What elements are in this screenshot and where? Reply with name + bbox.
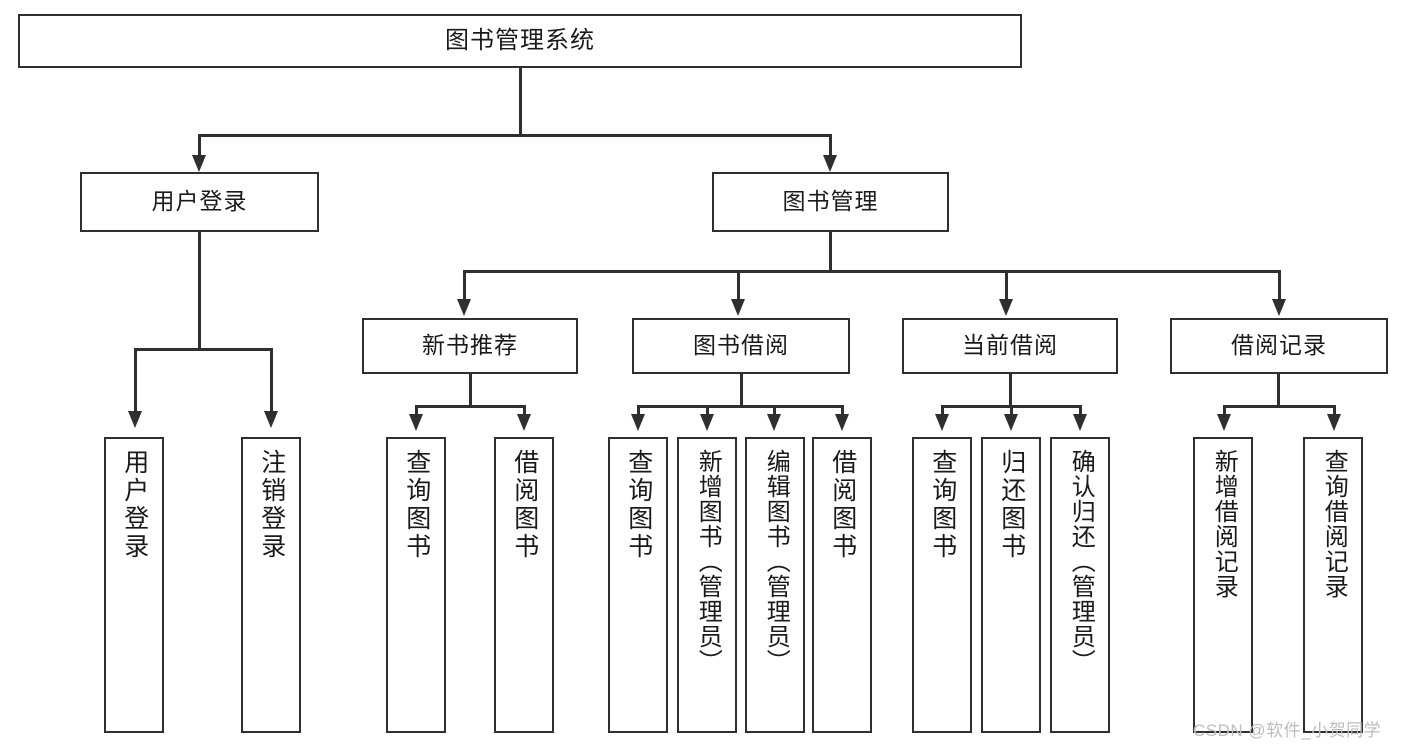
leaf-book-borrow-borrow-book[interactable]: 借阅图书: [812, 437, 872, 733]
arrowhead-cb-1: [935, 414, 949, 431]
leaf-new-book-borrow-book[interactable]: 借阅图书: [494, 437, 554, 733]
connector-user-login-drop-1: [134, 348, 137, 418]
node-label: 注销登录: [257, 449, 286, 561]
arrowhead-bb-1: [631, 414, 645, 431]
node-label: 借阅记录: [1231, 332, 1327, 359]
connector-bm-drop-3: [1005, 270, 1008, 308]
arrowhead-book-borrow: [731, 299, 745, 316]
arrowhead-bb-2: [700, 414, 714, 431]
node-label: 当前借阅: [962, 332, 1058, 359]
node-label: 图书管理: [782, 188, 879, 215]
connector-bb-bus: [637, 405, 843, 408]
arrowhead-nbr-1: [409, 414, 423, 431]
node-label: 编辑图书（管理员）: [762, 449, 790, 674]
leaf-user-login-logout[interactable]: 注销登录: [241, 437, 301, 733]
leaf-current-borrow-return-book[interactable]: 归还图书: [981, 437, 1041, 733]
node-label: 图书管理系统: [445, 26, 595, 54]
connector-book-management-bus: [463, 270, 1281, 273]
leaf-new-book-query-book[interactable]: 查询图书: [386, 437, 446, 733]
connector-cb-drop-2: [1010, 405, 1013, 419]
connector-br-drop-2: [1333, 405, 1336, 419]
connector-user-login-bus: [134, 348, 272, 351]
node-book-borrow[interactable]: 图书借阅: [632, 318, 850, 374]
leaf-user-login-login[interactable]: 用户登录: [104, 437, 164, 733]
node-book-management[interactable]: 图书管理: [712, 172, 949, 232]
node-label: 查询图书: [624, 449, 653, 561]
connector-root-bus: [198, 134, 832, 137]
leaf-book-borrow-edit-book-admin[interactable]: 编辑图书（管理员）: [745, 437, 805, 733]
node-label: 借阅图书: [510, 449, 539, 561]
arrowhead-br-2: [1327, 414, 1341, 431]
node-label: 新增借阅记录: [1210, 449, 1238, 599]
arrowhead-to-user-login: [192, 155, 206, 172]
connector-book-management-stem: [829, 232, 832, 272]
connector-bm-drop-1: [463, 270, 466, 308]
connector-cb-stem: [1009, 374, 1012, 407]
node-root-book-management-system[interactable]: 图书管理系统: [18, 14, 1022, 68]
node-label: 新增图书（管理员）: [694, 449, 722, 674]
connector-cb-drop-1: [941, 405, 944, 419]
connector-root-drop-left: [198, 134, 201, 162]
csdn-watermark: CSDN @软件_小贺同学: [1193, 721, 1382, 740]
node-label: 确认归还（管理员）: [1067, 449, 1095, 674]
node-new-book-recommend[interactable]: 新书推荐: [362, 318, 578, 374]
arrowhead-br-1: [1217, 414, 1231, 431]
connector-user-login-stem: [198, 232, 201, 350]
connector-root-stem: [519, 68, 522, 135]
node-user-login[interactable]: 用户登录: [80, 172, 319, 232]
connector-cb-drop-3: [1079, 405, 1082, 419]
connector-br-stem: [1277, 374, 1280, 407]
node-label: 归还图书: [997, 449, 1026, 561]
arrowhead-bb-3: [767, 414, 781, 431]
connector-bb-drop-2: [706, 405, 709, 419]
leaf-book-borrow-add-book-admin[interactable]: 新增图书（管理员）: [677, 437, 737, 733]
leaf-current-borrow-confirm-return-admin[interactable]: 确认归还（管理员）: [1050, 437, 1110, 733]
connector-bb-drop-3: [773, 405, 776, 419]
connector-nbr-bus: [415, 405, 525, 408]
arrowhead-current-borrow: [999, 299, 1013, 316]
arrowhead-nbr-2: [517, 414, 531, 431]
arrowhead-new-book-recommend: [457, 299, 471, 316]
connector-bm-drop-2: [737, 270, 740, 308]
connector-user-login-drop-2: [270, 348, 273, 418]
leaf-borrow-record-add-record[interactable]: 新增借阅记录: [1193, 437, 1253, 733]
node-label: 查询图书: [402, 449, 431, 561]
node-label: 查询图书: [928, 449, 957, 561]
connector-root-drop-right: [829, 134, 832, 162]
leaf-borrow-record-query-record[interactable]: 查询借阅记录: [1303, 437, 1363, 733]
node-label: 查询借阅记录: [1320, 449, 1348, 599]
connector-br-bus: [1223, 405, 1335, 408]
arrowhead-cb-2: [1004, 414, 1018, 431]
connector-nbr-drop-2: [523, 405, 526, 419]
leaf-current-borrow-query-book[interactable]: 查询图书: [912, 437, 972, 733]
connector-bb-drop-1: [637, 405, 640, 419]
connector-nbr-drop-1: [415, 405, 418, 419]
connector-bb-drop-4: [841, 405, 844, 419]
connector-br-drop-1: [1223, 405, 1226, 419]
node-label: 用户登录: [120, 449, 149, 561]
node-borrow-record[interactable]: 借阅记录: [1170, 318, 1388, 374]
node-label: 用户登录: [151, 188, 248, 215]
arrowhead-to-book-management: [823, 155, 837, 172]
node-label: 新书推荐: [422, 332, 518, 359]
node-label: 图书借阅: [693, 332, 789, 359]
node-label: 借阅图书: [828, 449, 857, 561]
node-current-borrow[interactable]: 当前借阅: [902, 318, 1118, 374]
arrowhead-user-login-2: [264, 411, 278, 428]
leaf-book-borrow-query-book[interactable]: 查询图书: [608, 437, 668, 733]
arrowhead-user-login-1: [128, 411, 142, 428]
connector-bm-drop-4: [1278, 270, 1281, 308]
connector-nbr-stem: [469, 374, 472, 407]
arrowhead-cb-3: [1073, 414, 1087, 431]
arrowhead-borrow-record: [1272, 299, 1286, 316]
connector-bb-stem: [740, 374, 743, 407]
arrowhead-bb-4: [835, 414, 849, 431]
